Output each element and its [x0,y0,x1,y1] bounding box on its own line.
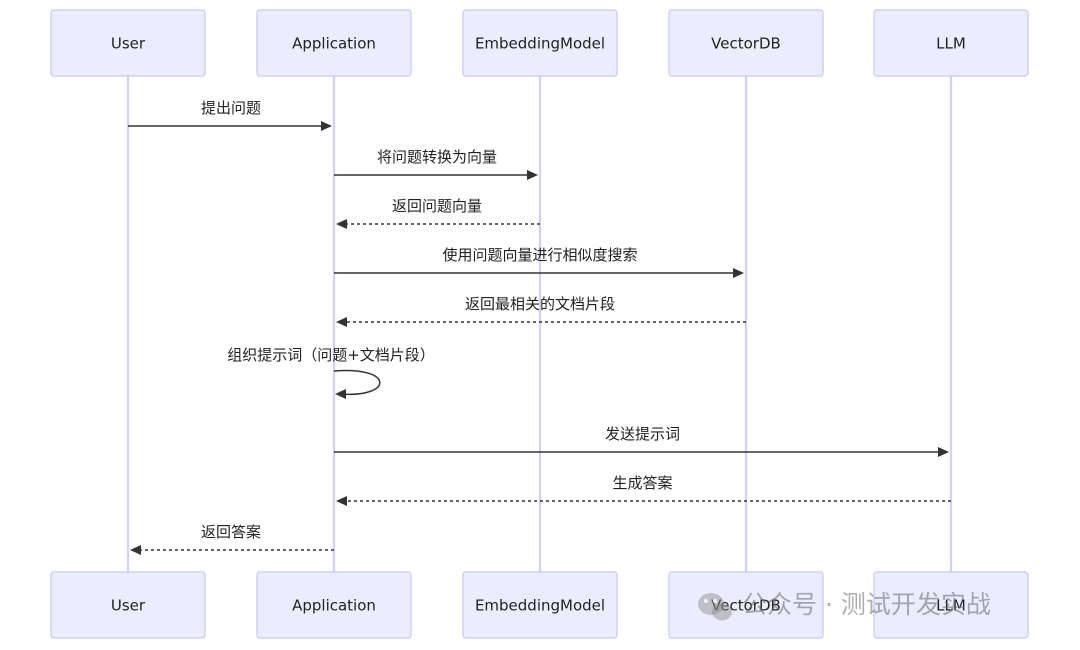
message-arrow: 发送提示词 [334,425,949,457]
participant-box [873,9,1029,77]
arrowhead [336,219,347,229]
arrowhead [336,496,347,506]
arrowhead [130,545,141,555]
participant-label: VectorDB [711,597,781,615]
participant-application-bottom: Application [256,571,412,639]
participant-application-top: Application [256,9,412,77]
message-label: 将问题转换为向量 [377,148,497,166]
participant-label: EmbeddingModel [475,35,605,53]
participant-vectordb-bottom: VectorDB [668,571,824,639]
participant-label: Application [292,597,376,615]
participant-llm-bottom: LLM [873,571,1029,639]
participants-bottom: User Application EmbeddingModel VectorDB LLM [50,571,1029,639]
participant-embeddingmodel-bottom: EmbeddingModel [462,571,618,639]
message-arrow: 返回答案 [130,523,334,555]
message-label: 使用问题向量进行相似度搜索 [442,246,637,264]
participant-label: User [111,35,146,53]
message-label: 返回最相关的文档片段 [465,295,615,313]
participant-user-bottom: User [50,571,206,639]
participant-box [50,9,206,77]
message-label: 组织提示词（问题+文档片段） [227,346,435,364]
participant-box [462,9,618,77]
participant-embeddingmodel-top: EmbeddingModel [462,9,618,77]
participant-box [256,571,412,639]
participant-box [462,571,618,639]
arrowhead [321,121,332,131]
message-label: 返回答案 [201,523,261,541]
message-arrow: 组织提示词（问题+文档片段） [227,346,435,399]
participant-label: Application [292,35,376,53]
arrowhead [938,447,949,457]
messages: 提出问题将问题转换为向量返回问题向量使用问题向量进行相似度搜索返回最相关的文档片… [128,99,951,555]
participant-user-top: User [50,9,206,77]
participant-box [50,571,206,639]
message-arrow: 返回问题向量 [336,197,540,229]
message-arrow: 将问题转换为向量 [334,148,538,180]
message-label: 发送提示词 [605,425,680,443]
message-line [333,369,381,396]
message-label: 生成答案 [612,474,672,492]
arrowhead [733,268,744,278]
message-label: 返回问题向量 [392,197,482,215]
participant-label: LLM [936,597,966,615]
participant-llm-top: LLM [873,9,1029,77]
participant-box [668,571,824,639]
message-arrow: 使用问题向量进行相似度搜索 [334,246,744,278]
message-arrow: 生成答案 [336,474,951,506]
participant-label: User [111,597,146,615]
wechat-icon [698,593,732,621]
lifelines [126,76,953,572]
arrowhead [527,170,538,180]
participant-box [873,571,1029,639]
message-label: 提出问题 [201,99,261,117]
message-arrow: 返回最相关的文档片段 [336,295,746,327]
watermark-text: 公众号 · 测试开发实战 [742,590,991,619]
participant-label: VectorDB [711,35,781,53]
watermark: 公众号 · 测试开发实战 [698,590,991,621]
participant-label: LLM [936,35,966,53]
participants-top: User Application EmbeddingModel VectorDB LLM [50,9,1029,77]
participant-box [256,9,412,77]
participant-label: EmbeddingModel [475,597,605,615]
participant-box [668,9,824,77]
arrowhead [336,317,347,327]
participant-vectordb-top: VectorDB [668,9,824,77]
message-arrow: 提出问题 [128,99,332,131]
arrowhead [335,389,346,399]
